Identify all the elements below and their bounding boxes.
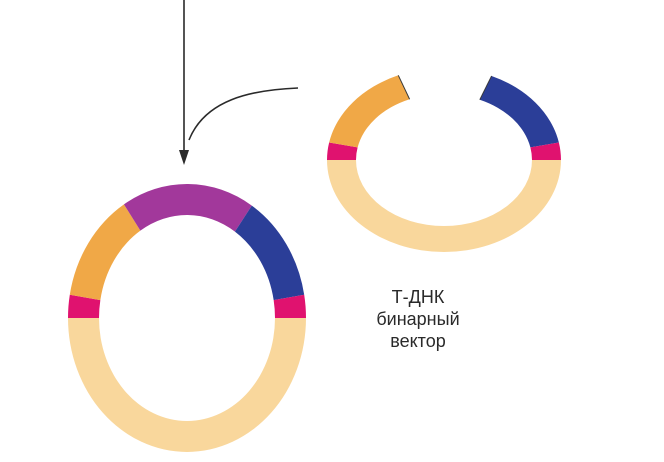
blue-segment xyxy=(235,206,304,300)
recombinant-plasmid-ring xyxy=(68,184,306,452)
blue-segment xyxy=(480,76,559,147)
insert-arrow-head xyxy=(179,150,189,165)
vector-curve-arrow xyxy=(189,88,298,140)
vector-caption-line-2: бинарный xyxy=(366,308,470,330)
orange-segment xyxy=(329,75,409,147)
binary-vector-ring xyxy=(327,75,561,252)
vector-caption: Т-ДНК бинарный вектор xyxy=(366,286,470,352)
light-segment-bottom xyxy=(68,318,306,452)
vector-caption-line-1: Т-ДНК xyxy=(366,286,470,308)
purple-insert-segment xyxy=(124,184,252,232)
vector-caption-line-3: вектор xyxy=(366,330,470,352)
orange-segment xyxy=(70,204,141,300)
light-segment-bottom xyxy=(327,160,561,252)
